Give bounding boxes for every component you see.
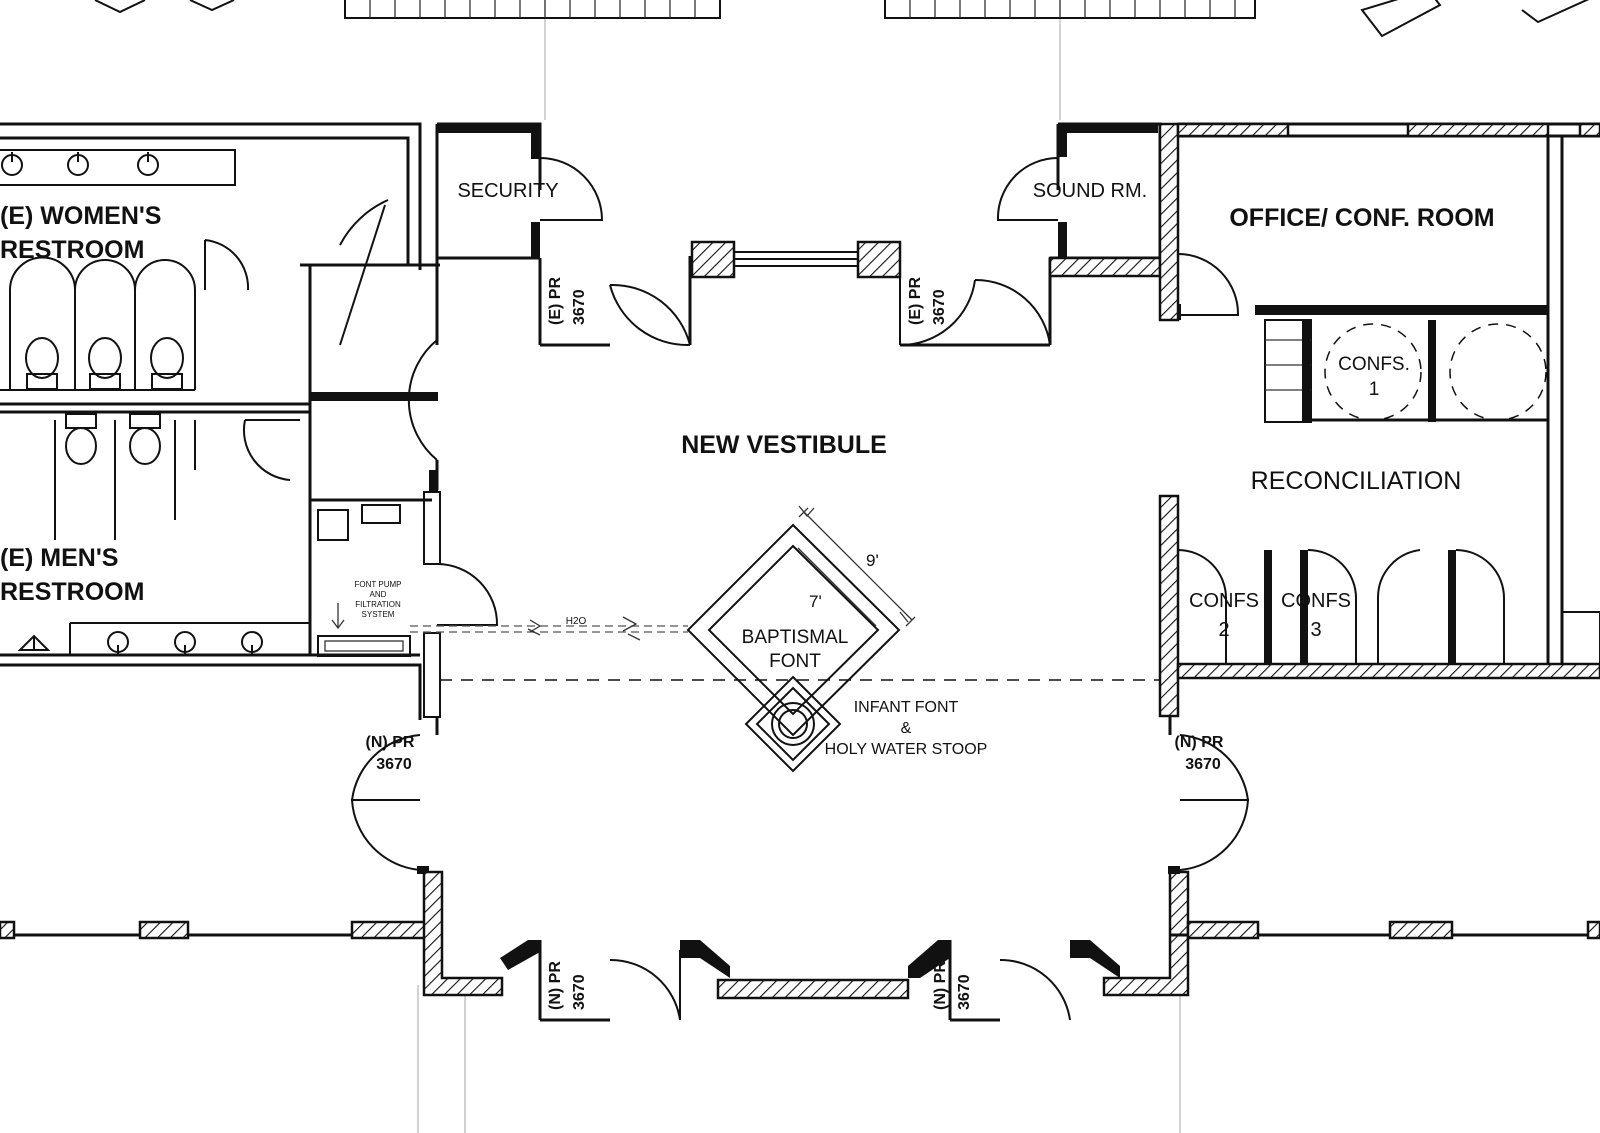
svg-text:3670: 3670 (571, 289, 588, 325)
svg-text:(N) PR: (N) PR (932, 961, 949, 1010)
door-tag-top-left: (E) PR 3670 (547, 277, 588, 325)
infant-font-label-3: HOLY WATER STOOP (825, 741, 988, 758)
pump-label-4: SYSTEM (362, 610, 395, 619)
svg-text:3670: 3670 (931, 289, 948, 325)
door-tag-bottom-right: (N) PR 3670 (932, 961, 973, 1010)
confessional-2-label: CONFS (1189, 590, 1259, 612)
pump-label-1: FONT PUMP (355, 580, 402, 589)
inner-dimension-label: 7' (809, 592, 822, 611)
top-pews (94, 0, 1590, 38)
door-tag-right: (N) PR 3670 (1175, 734, 1224, 773)
baptismal-font (686, 505, 916, 737)
svg-text:(N) PR: (N) PR (366, 734, 415, 751)
svg-text:(N) PR: (N) PR (1175, 734, 1224, 751)
svg-text:3670: 3670 (376, 756, 412, 773)
mens-restroom-label: (E) MEN'S (0, 544, 118, 572)
filtration-system (317, 635, 411, 657)
pump-label-2: AND (370, 590, 387, 599)
toilet-icon (25, 337, 184, 390)
sink-icon (107, 631, 263, 655)
pump-label-3: FILTRATION (355, 600, 401, 609)
water-pipe (410, 616, 688, 641)
sink-icon (1, 152, 159, 176)
confessional-3-label: CONFS (1281, 590, 1351, 612)
restroom-block (0, 122, 440, 720)
svg-text:3670: 3670 (1185, 756, 1221, 773)
outer-dimension-label: 9' (866, 551, 879, 570)
baptismal-font-label: BAPTISMAL (742, 627, 849, 648)
confessional-1-number: 1 (1369, 379, 1380, 400)
vestibule-walls (0, 122, 1600, 1022)
office-reconciliation-block (1158, 122, 1600, 718)
pipe-label: H2O (566, 616, 587, 627)
toilet-icon (65, 413, 161, 465)
svg-text:(E) PR: (E) PR (547, 277, 564, 325)
construction-lines (417, 0, 1181, 1133)
baptismal-font-label-2: FONT (769, 651, 821, 672)
infant-font-label-2: & (901, 720, 912, 737)
sound-room-label: SOUND RM. (1033, 180, 1147, 202)
womens-restroom-label: (E) WOMEN'S (0, 202, 162, 230)
infant-font (744, 675, 842, 773)
door-tag-bottom-left: (N) PR 3670 (547, 961, 588, 1010)
womens-restroom-label-2: RESTROOM (0, 236, 144, 264)
svg-text:(E) PR: (E) PR (907, 277, 924, 325)
confessional-2-number: 2 (1218, 619, 1229, 641)
vestibule-label: NEW VESTIBULE (681, 431, 887, 459)
svg-text:3670: 3670 (956, 974, 973, 1010)
svg-text:(N) PR: (N) PR (547, 961, 564, 1010)
reconciliation-label: RECONCILIATION (1251, 467, 1462, 495)
office-label: OFFICE/ CONF. ROOM (1229, 204, 1494, 232)
confessional-1-label: CONFS. (1338, 354, 1410, 375)
security-label: SECURITY (457, 180, 558, 202)
infant-font-label: INFANT FONT (854, 699, 959, 716)
svg-text:3670: 3670 (571, 974, 588, 1010)
confessional-3-number: 3 (1310, 619, 1321, 641)
door-tag-top-right: (E) PR 3670 (907, 277, 948, 325)
accessible-symbol (17, 634, 51, 651)
door-tag-left: (N) PR 3670 (366, 734, 415, 773)
mens-restroom-label-2: RESTROOM (0, 578, 144, 606)
